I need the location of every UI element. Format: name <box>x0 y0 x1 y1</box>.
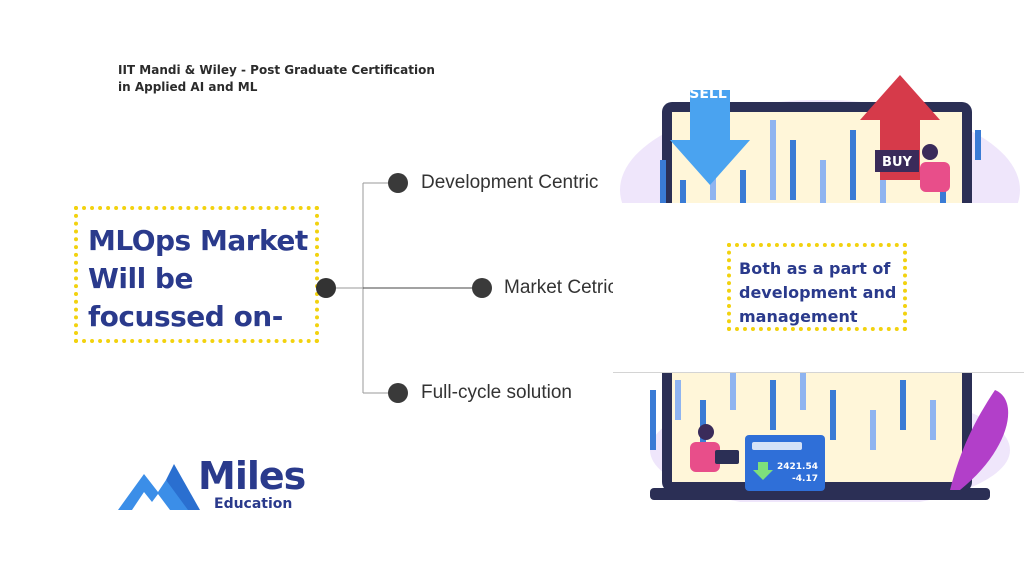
node-dot-2 <box>472 278 492 298</box>
price-change: -4.17 <box>792 474 818 484</box>
plant-leaf-icon <box>950 390 1009 490</box>
note-box: Both as a part of development and manage… <box>727 243 907 331</box>
note-line-1: Both as a part of <box>739 259 891 278</box>
header-line-1: IIT Mandi & Wiley - Post Graduate Certif… <box>118 63 435 77</box>
price-value: 2421.54 <box>777 462 818 472</box>
overlay-panel <box>613 203 1024 373</box>
title-line-1: MLOps Market <box>88 224 308 257</box>
logo-sub: Education <box>214 496 293 512</box>
tree-connector <box>316 173 492 403</box>
miles-education-logo: Miles Education <box>118 454 308 516</box>
node-dot-1 <box>388 173 408 193</box>
title-box: MLOps Market Will be focussed on- <box>74 206 319 343</box>
note-line-2: development and <box>739 283 897 302</box>
buy-sign <box>875 150 919 172</box>
title-line-3: focussed on- <box>88 300 283 333</box>
price-card-bar <box>752 442 802 450</box>
header-text: IIT Mandi & Wiley - Post Graduate Certif… <box>118 62 438 96</box>
header-line-2: in Applied AI and ML <box>118 80 258 94</box>
root-dot <box>316 278 336 298</box>
analyst-body-icon <box>690 442 720 472</box>
monitor-base <box>650 488 990 500</box>
sell-arrow <box>670 90 750 185</box>
title-line-2: Will be <box>88 262 193 295</box>
down-arrow-icon <box>753 462 773 480</box>
note-line-3: management <box>739 307 858 326</box>
mountain-icon <box>118 464 200 510</box>
node-label-development-centric: Development Centric <box>421 172 599 193</box>
sell-label: SELL <box>689 86 727 102</box>
buy-label: BUY <box>882 155 912 170</box>
logo-word: Miles <box>198 454 306 498</box>
node-dot-3 <box>388 383 408 403</box>
analyst-head-icon <box>698 424 714 440</box>
trader-head-icon <box>922 144 938 160</box>
laptop-icon <box>715 450 739 464</box>
trader-body-icon <box>920 162 950 192</box>
node-label-full-cycle-solution: Full-cycle solution <box>421 382 572 403</box>
node-label-market-cetric: Market Cetric <box>504 277 617 298</box>
